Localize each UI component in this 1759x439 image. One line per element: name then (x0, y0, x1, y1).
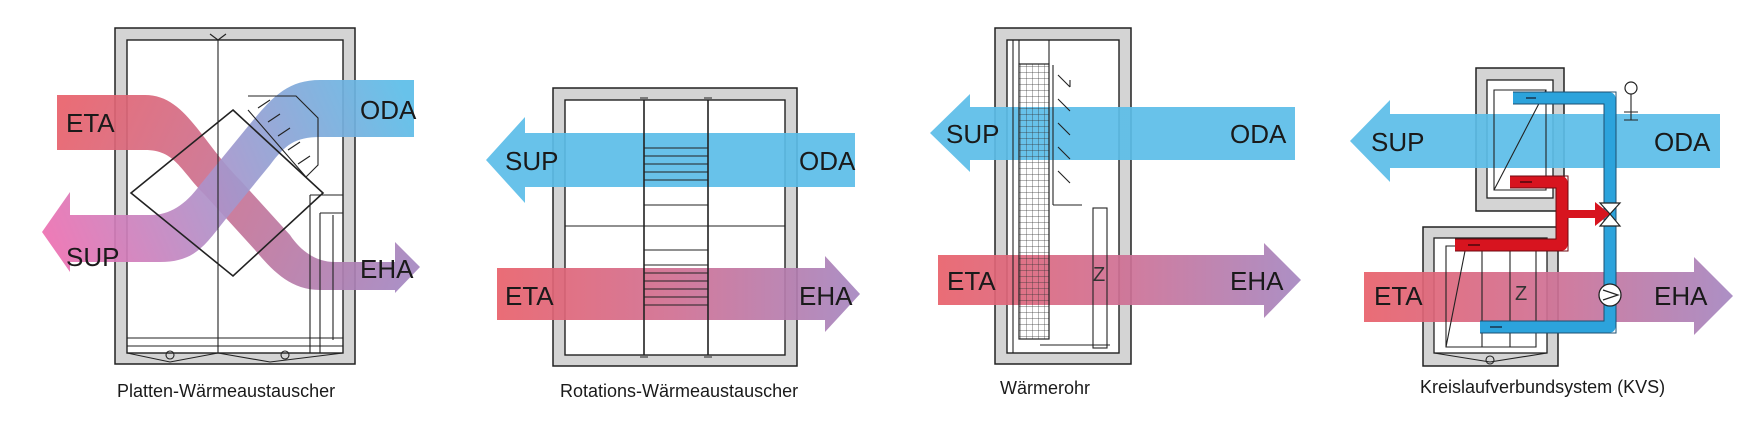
plate-exchanger-core (129, 108, 325, 278)
oda-label: ODA (1230, 119, 1287, 149)
sup-label: SUP (946, 119, 999, 149)
sup-label: SUP (505, 146, 558, 176)
heatpipe-filter-arrows (1057, 74, 1071, 184)
eha-label: EHA (799, 281, 853, 311)
filter-arrows (257, 99, 311, 165)
eta-label: ETA (1374, 281, 1423, 311)
oda-sup-diagonal-flow (42, 80, 414, 272)
eha-label: EHA (1230, 266, 1284, 296)
rotor-lamellas-top (644, 147, 708, 181)
rotary-caption: Rotations-Wärmeaustauscher (560, 381, 798, 401)
rotor-lamellas-bottom (644, 264, 708, 306)
kvs-pump-icon[interactable] (1598, 283, 1622, 307)
rotary-exchanger-panel: SUP ODA ETA EHA Rotations-Wärmeaustausch… (486, 87, 860, 401)
eta-label: ETA (505, 281, 554, 311)
internal-z-label: Z (1093, 264, 1105, 286)
oda-label: ODA (799, 146, 856, 176)
plate-exchanger-panel: ETA ODA SUP EHA Platten-Wärmeaustauscher (42, 27, 420, 401)
eta-label: ETA (66, 108, 115, 138)
eta-eha-flow (1364, 257, 1733, 335)
oda-label: ODA (360, 95, 417, 125)
kvs-panel: SUP ODA ETA EHA Z Kreislaufverbundsystem… (1350, 67, 1733, 397)
eta-eha-flow (497, 256, 860, 332)
eta-label: ETA (947, 266, 996, 296)
sup-label: SUP (66, 242, 119, 272)
kvs-bypass-arrow (1562, 202, 1610, 226)
heatpipe-caption: Wärmerohr (1000, 378, 1090, 398)
heatpipe-panel: SUP ODA ETA EHA Z Wärmerohr (930, 27, 1301, 398)
kvs-valve-icon[interactable] (1598, 202, 1622, 227)
kvs-control-valve-icon[interactable] (1624, 81, 1638, 95)
eha-label: EHA (360, 254, 414, 284)
eha-label: EHA (1654, 281, 1708, 311)
internal-z-label: Z (1515, 283, 1527, 305)
plate-caption: Platten-Wärmeaustauscher (117, 381, 335, 401)
sup-label: SUP (1371, 127, 1424, 157)
sup-oda-flow (486, 117, 855, 203)
plate-filter (247, 95, 319, 178)
heatpipe-core (1018, 63, 1050, 340)
oda-label: ODA (1654, 127, 1711, 157)
kvs-caption: Kreislaufverbundsystem (KVS) (1420, 377, 1665, 397)
